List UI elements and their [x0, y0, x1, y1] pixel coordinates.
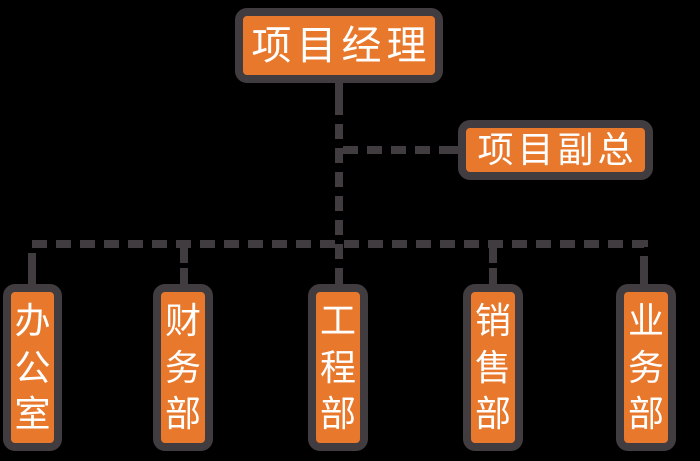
node-label: 办公室 [14, 299, 51, 435]
node-dept-business: 业务部 [616, 284, 676, 451]
node-dept-finance: 财务部 [153, 284, 213, 451]
node-label: 业务部 [627, 299, 664, 435]
node-label: 项目经理 [251, 23, 432, 68]
node-dept-sales: 销售部 [463, 284, 523, 451]
node-label: 项目副总 [477, 129, 638, 170]
node-dept-office: 办公室 [3, 284, 62, 451]
node-deputy-manager: 项目副总 [458, 120, 653, 180]
node-label: 工程部 [319, 299, 356, 435]
node-project-manager: 项目经理 [235, 8, 443, 83]
node-dept-engineering: 工程部 [308, 284, 368, 451]
connector-dept-rail [28, 240, 648, 268]
node-label: 销售部 [474, 299, 511, 435]
node-label: 财务部 [164, 299, 201, 435]
